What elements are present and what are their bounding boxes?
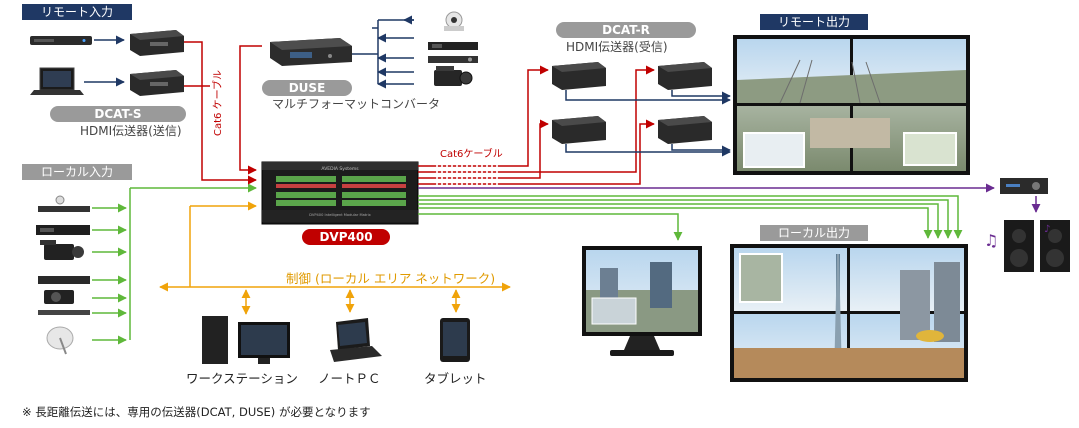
duse-group [270, 11, 478, 89]
dcat-s-name: DCAT-S [50, 106, 186, 122]
remote-video-wall [733, 35, 970, 175]
audio-amplifier-icon [1000, 178, 1048, 194]
camcorder-icon [40, 240, 84, 260]
workstation-label: ワークステーション [186, 371, 298, 386]
cat6-input-cables [184, 41, 262, 185]
cat6-horizontal-label: Cat6ケーブル [440, 149, 503, 160]
footnote: ※ 長距離伝送には、専用の伝送器(DCAT, DUSE) が必要となります [22, 405, 371, 419]
tablet-icon [440, 318, 470, 362]
dcat-r-unit [552, 116, 606, 144]
local-monitor [582, 246, 702, 356]
dcat-r-unit [552, 62, 606, 90]
duse-description: マルチフォーマットコンバータ [272, 97, 441, 111]
dvp400-chassis [261, 161, 419, 225]
camcorder-icon [434, 66, 473, 86]
disc-player-icon [38, 310, 90, 315]
local-output-header: ローカル出力 [760, 225, 868, 241]
lan-control [159, 201, 511, 315]
music-note-icon: ♫ [984, 231, 998, 250]
satellite-dish-icon [46, 326, 74, 355]
dome-camera-icon [44, 290, 74, 304]
remote-output-header: リモート出力 [760, 14, 868, 30]
local-input-header: ローカル入力 [22, 164, 132, 180]
cat6-output-cables [418, 65, 655, 185]
workstation-icon [202, 316, 290, 364]
dcat-s-unit [130, 30, 184, 56]
local-video-wall [730, 244, 968, 382]
speakers-icon [1004, 220, 1070, 272]
duse-unit [270, 38, 352, 66]
laptop-label: ノートＰＣ [318, 371, 381, 386]
dcat-r-description: HDMI伝送器(受信) [566, 40, 668, 54]
dcat-r-name: DCAT-R [556, 22, 696, 38]
remote-input-header: リモート入力 [22, 4, 132, 20]
media-player-icon [38, 276, 90, 284]
dcat-r-unit [658, 62, 712, 90]
music-note-icon: ♪ [1044, 224, 1050, 235]
local-input-group [36, 183, 257, 355]
dvp400-front-title: AVEDIA Systems [321, 166, 359, 172]
bluray-player-icon [30, 36, 92, 45]
tablet-label: タブレット [424, 371, 487, 386]
dcat-s-description: HDMI伝送器(送信) [80, 124, 182, 138]
cat6-vertical-label: Cat6 ケーブル [213, 70, 224, 136]
laptop-icon [30, 67, 84, 95]
receiver-icon [428, 56, 478, 63]
dcat-s-unit [130, 70, 184, 96]
remote-input-group [30, 30, 184, 96]
dvp400-front-subtitle: DVP400 Intelligent Modular Matrix [309, 213, 371, 217]
projector-icon [428, 42, 478, 50]
server-icon [36, 225, 90, 235]
dvp400-name: DVP400 [302, 229, 390, 245]
ptz-camera-icon [444, 11, 464, 31]
dcat-r-unit [658, 116, 712, 144]
dcat-r-units [552, 62, 731, 157]
bluray-player-icon [38, 195, 90, 212]
lan-control-label: 制御 (ローカル エリア ネットワーク) [286, 271, 496, 286]
local-output-lines [418, 195, 963, 241]
duse-name: DUSE [262, 80, 352, 96]
laptop-icon [330, 318, 382, 362]
